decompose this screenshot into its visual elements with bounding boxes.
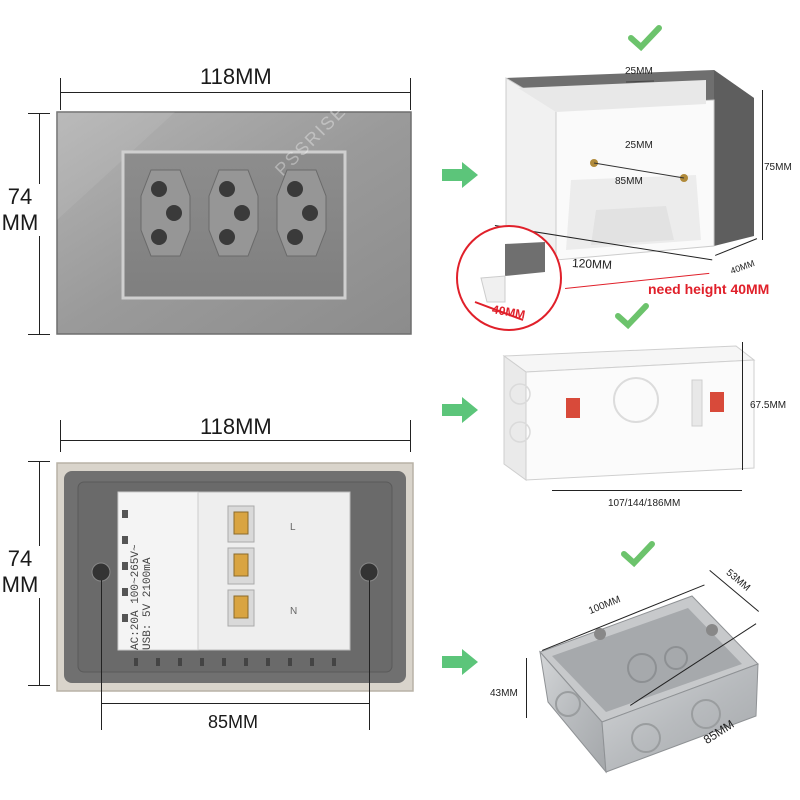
dim-tick-right	[410, 420, 411, 452]
box1-height-label: 75MM	[764, 162, 792, 173]
mounting-box-1: 25MM 25MM 85MM 75MM 120MM 40MM 40MM need…	[440, 50, 800, 350]
back-panel-illustration	[56, 462, 414, 692]
mounting-box-3-illustration	[539, 595, 759, 774]
width-dimension-line	[60, 440, 410, 441]
mounting-box-3: 100MM 53MM 43MM 85MM	[480, 560, 800, 800]
arrow-right-icon	[442, 397, 478, 423]
back-panel-group: 118MM 74 MM	[0, 400, 430, 800]
mounting-box-1-illustration	[505, 70, 754, 261]
box2-width-label: 107/144/186MM	[608, 498, 681, 509]
box1-note: need height 40MM	[648, 281, 770, 297]
front-height-label: 74 MM	[0, 184, 40, 236]
back-height-unit: MM	[1, 572, 39, 597]
zoom-detail-circle	[456, 225, 562, 331]
check-icon	[621, 541, 655, 568]
screw-dim-right	[369, 580, 370, 730]
screw-dim-line	[101, 703, 369, 704]
back-width-label: 118MM	[196, 414, 276, 440]
box1-height-line	[762, 90, 763, 240]
width-dimension-line	[60, 92, 410, 93]
dim-tick-bottom	[28, 334, 50, 335]
front-height-unit: MM	[1, 210, 39, 235]
box3-height-label: 43MM	[490, 688, 518, 699]
box1-top-label: 25MM	[625, 66, 653, 77]
front-panel-group: 118MM 74 MM	[0, 0, 430, 360]
box2-height-label: 67.5MM	[750, 400, 787, 411]
front-height-value: 74	[7, 184, 33, 209]
module-rating-text: AC:20A 100~265V~ USB: 5V 2100mA	[130, 510, 154, 650]
dim-tick-bottom	[28, 685, 50, 686]
check-icon	[615, 303, 649, 330]
dim-tick-right	[410, 78, 411, 110]
box1-length-label: 120MM	[571, 255, 613, 273]
terminal-label-n: N	[290, 606, 298, 617]
screw-spacing-label: 85MM	[208, 712, 259, 732]
mounting-box-2-illustration	[502, 345, 756, 481]
back-height-value: 74	[7, 546, 33, 571]
box2-width-line	[552, 490, 742, 491]
mounting-box-2: 67.5MM 107/144/186MM	[480, 330, 800, 520]
check-icon	[628, 25, 662, 52]
box2-height-line	[742, 342, 743, 470]
screw-dim-left	[101, 580, 102, 730]
front-width-label: 118MM	[196, 64, 276, 90]
box3-height-line	[526, 658, 527, 718]
module-rating-line2: USB: 5V 2100mA	[142, 557, 154, 650]
arrow-right-icon	[442, 162, 478, 188]
front-panel-illustration	[56, 111, 412, 335]
module-rating-line1: AC:20A 100~265V~	[130, 544, 142, 650]
back-height-label: 74 MM	[0, 546, 40, 598]
box1-inner-label: 25MM	[625, 140, 653, 151]
terminal-label-l: L	[290, 522, 296, 533]
dim-tick-left	[60, 420, 61, 452]
outlet-2	[208, 169, 259, 257]
arrow-right-icon	[442, 649, 478, 675]
dim-tick-left	[60, 78, 61, 110]
box1-hole-spacing: 85MM	[615, 176, 643, 187]
outlet-3	[276, 169, 327, 257]
outlet-1	[140, 169, 191, 257]
